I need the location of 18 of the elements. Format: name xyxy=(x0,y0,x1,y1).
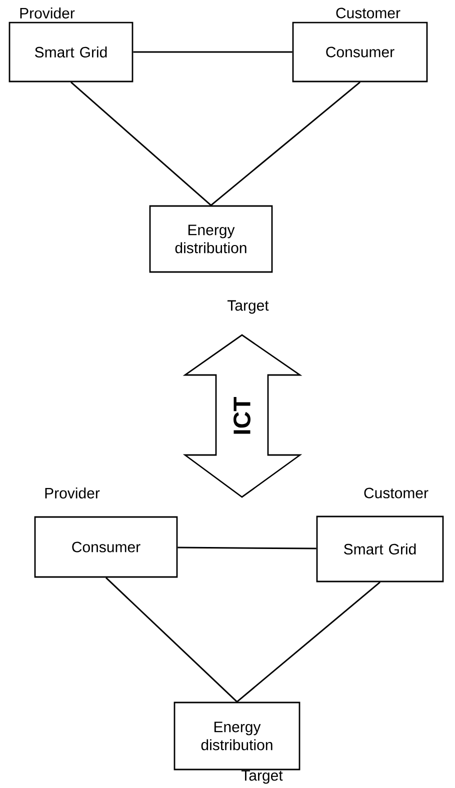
connector-line xyxy=(133,51,292,53)
role-label: Target xyxy=(227,300,269,314)
process-box: Consumer xyxy=(292,22,428,82)
process-box: Smart Grid xyxy=(8,22,134,82)
role-label: Customer xyxy=(336,8,400,18)
connector-line xyxy=(70,82,212,206)
process-box: Smart Grid xyxy=(316,516,444,582)
role-label: Target xyxy=(241,770,283,784)
process-box: Consumer xyxy=(34,516,178,578)
role-label: Provider xyxy=(45,488,100,498)
connector-line xyxy=(236,582,380,702)
connector-line xyxy=(178,546,316,550)
connector-line xyxy=(210,82,360,206)
role-label: Provider xyxy=(20,8,75,19)
role-label: Customer xyxy=(364,488,428,498)
process-box: Energy distribution xyxy=(149,205,273,273)
process-box: Energy distribution xyxy=(174,702,300,770)
connector-line xyxy=(105,577,238,702)
